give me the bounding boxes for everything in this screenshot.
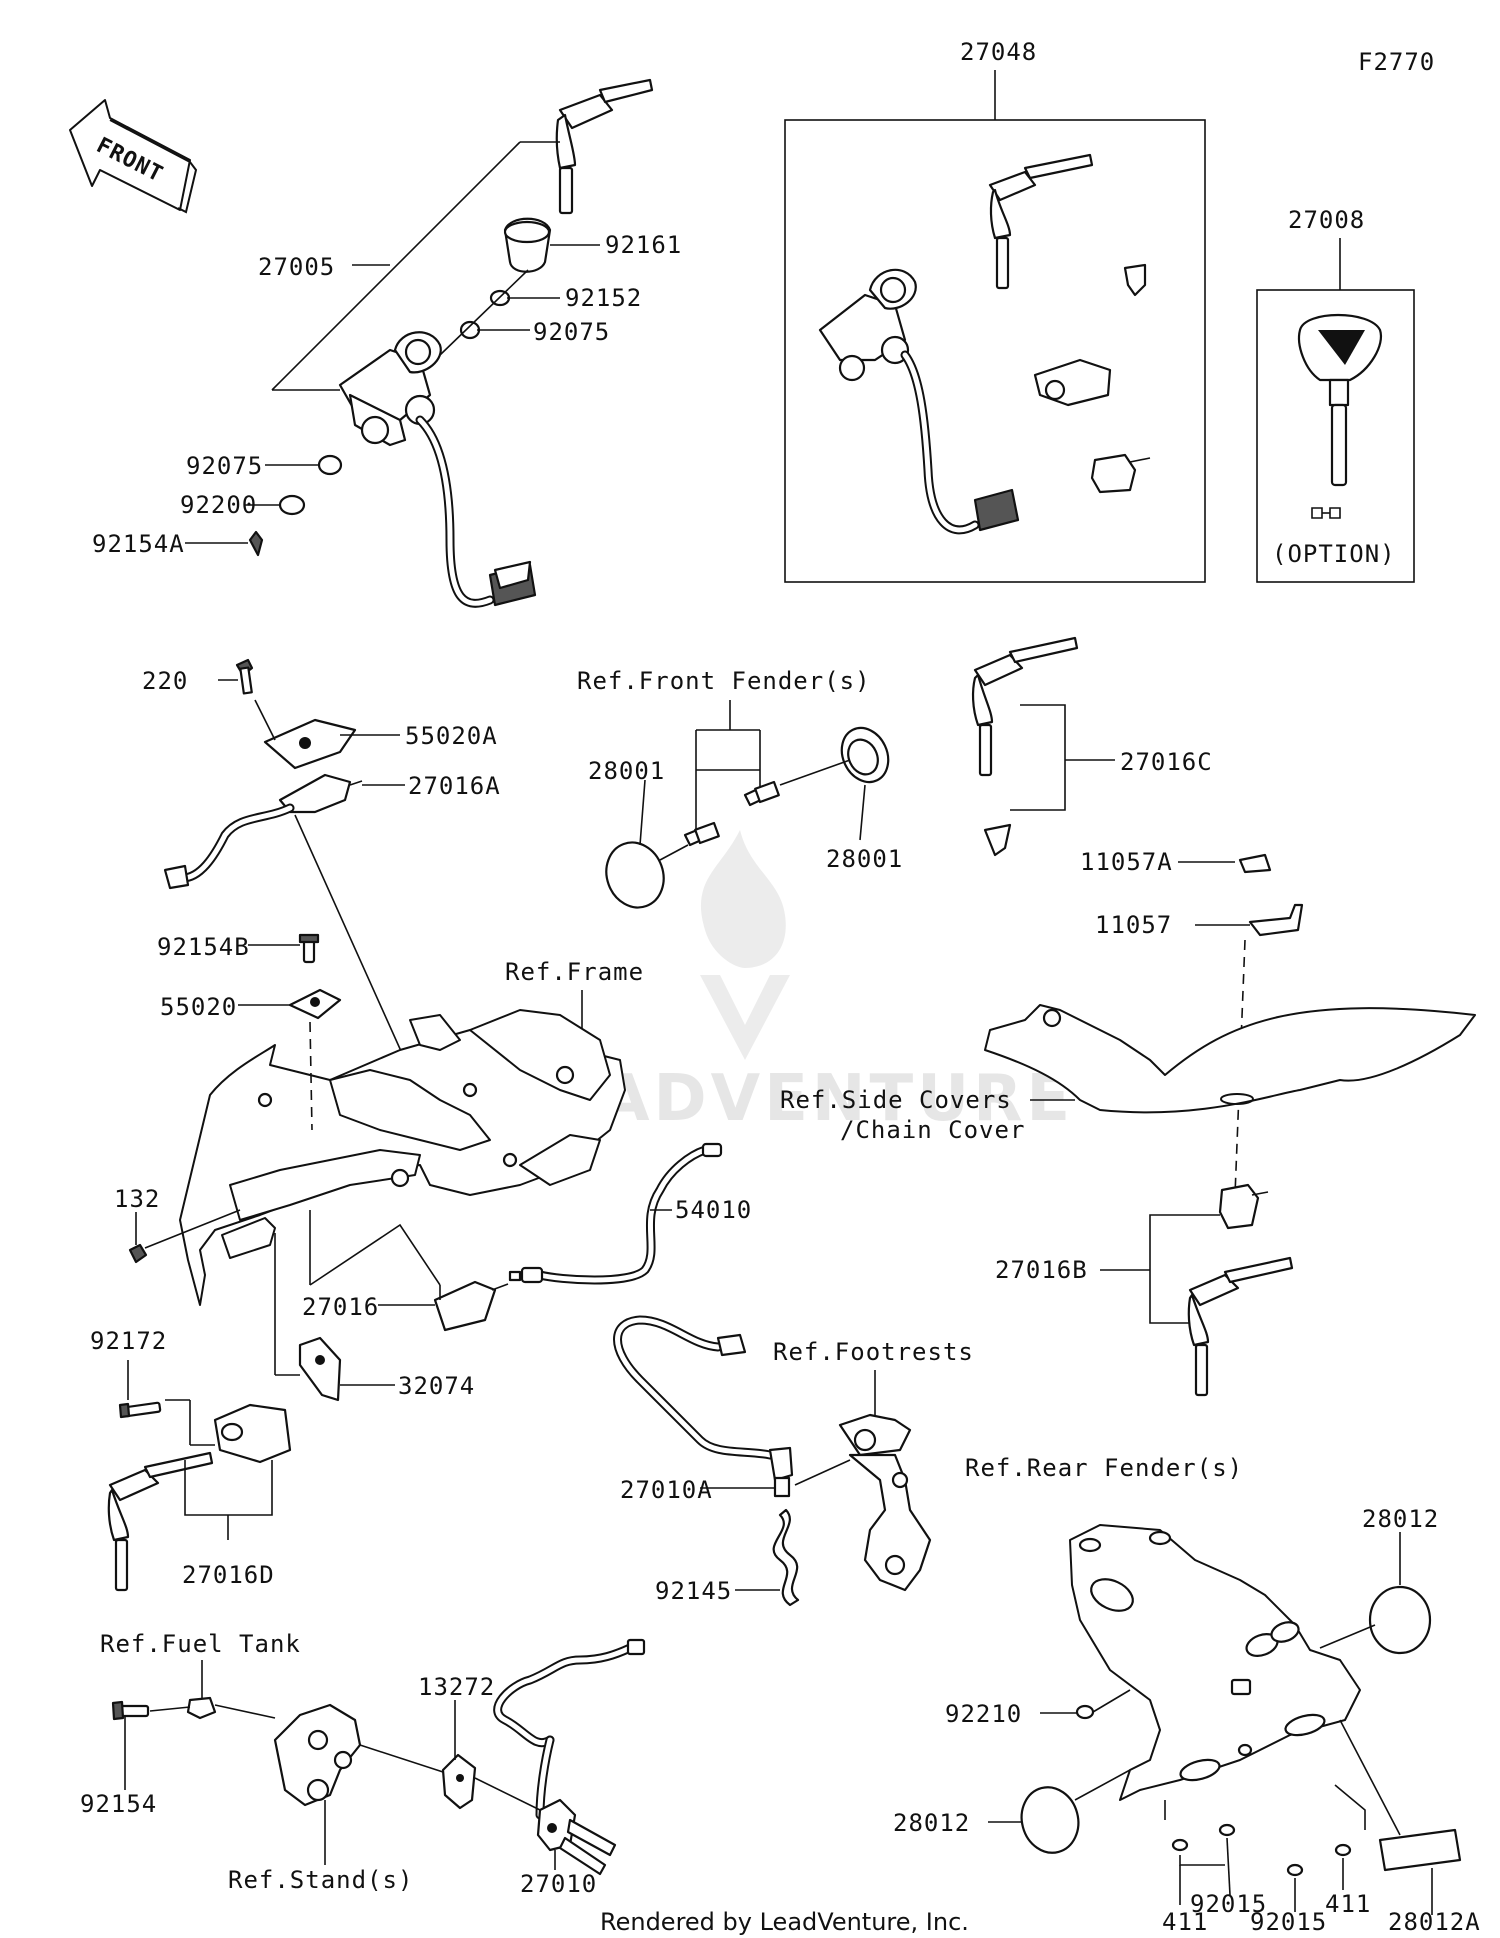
label-411-right: 411: [1325, 1890, 1371, 1918]
rear-fender-part: [1069, 1524, 1361, 1801]
label-27016: 27016: [302, 1293, 379, 1321]
label-27016D: 27016D: [182, 1561, 275, 1589]
label-28001-right: 28001: [826, 845, 903, 873]
label-ref-chain-cover: /Chain Cover: [840, 1116, 1025, 1144]
label-27005: 27005: [258, 253, 335, 281]
label-220: 220: [142, 667, 188, 695]
label-92075-left: 92075: [186, 452, 263, 480]
ignition-switch-27005: [248, 78, 654, 608]
label-28001-left: 28001: [588, 757, 665, 785]
label-92075-top: 92075: [533, 318, 610, 346]
label-92200: 92200: [180, 491, 257, 519]
bolt-132: [128, 1243, 148, 1264]
lock-27016C-parts: [971, 636, 1115, 857]
label-11057: 11057: [1095, 911, 1172, 939]
label-ref-fuel-tank: Ref.Fuel Tank: [100, 1630, 301, 1658]
rear-small-parts: [988, 1532, 1462, 1915]
side-cover-part: [984, 1004, 1476, 1114]
label-92154: 92154: [80, 1790, 157, 1818]
label-ref-front-fender: Ref.Front Fender(s): [577, 667, 871, 695]
lock-27016A-assembly: [163, 658, 363, 890]
watermark: ADVENTURE: [600, 830, 1074, 1136]
bracket-11057-parts: [1238, 853, 1304, 937]
label-13272: 13272: [418, 1673, 495, 1701]
lock-27016D-parts: [107, 1336, 342, 1592]
label-92172: 92172: [90, 1327, 167, 1355]
cable-54010: [508, 1142, 723, 1285]
label-92154B: 92154B: [157, 933, 250, 961]
label-ref-frame: Ref.Frame: [505, 958, 644, 986]
label-92154A: 92154A: [92, 530, 185, 558]
bolt-plate-55020-parts: [288, 933, 342, 1020]
label-ref-side-covers: Ref.Side Covers: [780, 1086, 1012, 1114]
label-27008: 27008: [1288, 206, 1365, 234]
label-54010: 54010: [675, 1196, 752, 1224]
kit-27048-box: [784, 119, 1206, 583]
label-92015-right: 92015: [1250, 1908, 1327, 1936]
label-ref-footrests: Ref.Footrests: [773, 1338, 974, 1366]
label-28012-right: 28012: [1362, 1505, 1439, 1533]
label-27010A: 27010A: [620, 1476, 713, 1504]
label-92210: 92210: [945, 1700, 1022, 1728]
label-27048: 27048: [960, 38, 1037, 66]
figure-code: F2770: [1358, 48, 1435, 76]
label-27010: 27010: [520, 1870, 597, 1898]
footer-credit: Rendered by LeadVenture, Inc.: [600, 1908, 969, 1936]
label-92152: 92152: [565, 284, 642, 312]
lock-27016-part: [433, 1280, 509, 1332]
label-92015-left: 92015: [1190, 1890, 1267, 1918]
fuel-tank-stand-parts: [111, 1638, 646, 1876]
leaders-front-fender: [695, 700, 761, 830]
label-55020A: 55020A: [405, 722, 498, 750]
label-ref-rear-fender: Ref.Rear Fender(s): [965, 1454, 1243, 1482]
label-92145: 92145: [655, 1577, 732, 1605]
watermark-text: ADVENTURE: [600, 1062, 1074, 1136]
leaders-27005: [185, 141, 600, 544]
label-27016C: 27016C: [1120, 748, 1213, 776]
label-28012A: 28012A: [1388, 1908, 1481, 1936]
label-55020: 55020: [160, 993, 237, 1021]
option-text: (OPTION): [1272, 540, 1396, 568]
label-132: 132: [114, 1185, 160, 1213]
key-27008-box: [1256, 289, 1415, 583]
frame-part: [179, 1009, 626, 1306]
label-27016A: 27016A: [408, 772, 501, 800]
label-ref-stand: Ref.Stand(s): [228, 1866, 413, 1894]
front-arrow-icon: FRONT: [69, 99, 198, 214]
grommet-28001-parts: [605, 726, 890, 909]
label-28012-left: 28012: [893, 1809, 970, 1837]
label-32074: 32074: [398, 1372, 475, 1400]
lock-27016B-parts: [1100, 1183, 1294, 1397]
switch-27010A-parts: [613, 1315, 932, 1607]
key-27008-icon: [1297, 314, 1383, 519]
label-92161: 92161: [605, 231, 682, 259]
label-27016B: 27016B: [995, 1256, 1088, 1284]
label-411-left: 411: [1162, 1908, 1208, 1936]
kit-27048-parts: [818, 153, 1151, 535]
label-11057A: 11057A: [1080, 848, 1173, 876]
